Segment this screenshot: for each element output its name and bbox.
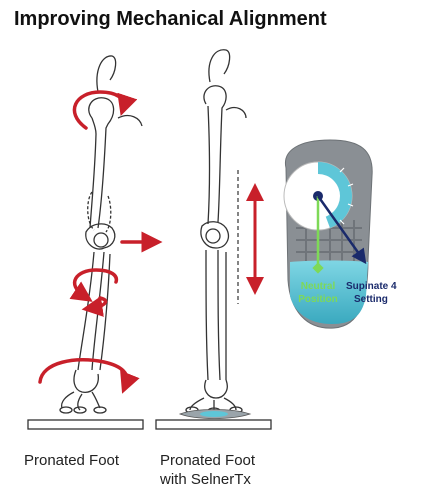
left-caption: Pronated Foot	[24, 452, 120, 469]
left-leg-skeleton	[59, 55, 143, 414]
hip-rotation-arrow	[72, 90, 138, 130]
neutral-label-line2: Position	[298, 294, 337, 305]
right-leg-skeleton	[185, 49, 247, 415]
neutral-label-line1: Neutral	[301, 281, 336, 292]
supinate-indicator-arrow	[316, 195, 367, 265]
right-caption-line2: with SelnerTx	[160, 471, 251, 488]
right-caption-line1: Pronated Foot	[160, 452, 256, 469]
ankle-rotation-arrow	[38, 358, 140, 394]
shin-rotation-arrow-upper	[69, 268, 119, 302]
insole-product	[283, 139, 373, 329]
left-floor-plate	[27, 419, 144, 430]
rotation-arrows-left	[38, 90, 163, 394]
diagram-title: Improving Mechanical Alignment	[14, 8, 327, 30]
supinate-label-line2: Setting	[354, 294, 388, 305]
insole-blue-pad	[200, 411, 228, 417]
shin-rotation-arrow-lower	[81, 296, 108, 317]
right-floor-plate	[155, 419, 272, 430]
neutral-indicator-marker	[312, 262, 324, 274]
supinate-label-line1: Supinate 4	[346, 281, 397, 292]
